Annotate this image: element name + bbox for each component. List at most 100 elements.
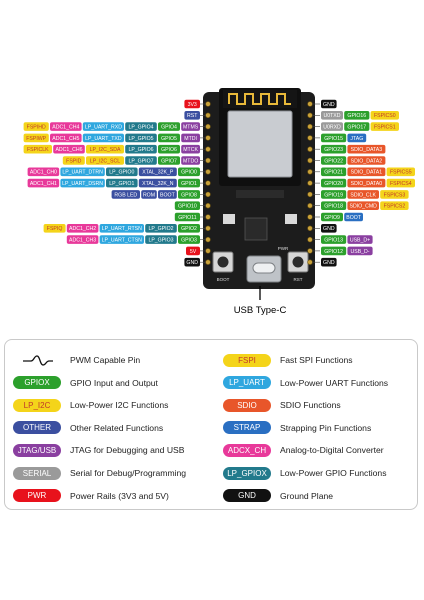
pin-tag-fspics2: FSPICS2 <box>380 201 409 210</box>
left-header-pin <box>205 236 211 243</box>
pin-tag-text: GPIO22 <box>324 158 343 164</box>
legend-text: Low-Power I2C Functions <box>70 400 169 411</box>
pin-tag-fspid: FSPID <box>62 156 85 165</box>
pin-tag-gpio3: GPIO3 <box>178 235 200 244</box>
pin-tag-text: LP_GPIO3 <box>148 237 173 243</box>
legend-badge: OTHER <box>13 421 61 435</box>
pin-tag-gnd: GND <box>321 99 337 109</box>
pin-tag-rgb-led: RGB LED <box>111 190 140 199</box>
pin-tag-bg <box>380 201 409 210</box>
pin-tag-bg <box>66 235 99 244</box>
pin-tag-bg <box>321 133 347 143</box>
left-header-pin <box>205 248 211 254</box>
pin-tag-bg <box>66 224 99 233</box>
pin-tag-lp-uart-ctsn: LP_UART_CTSN <box>99 235 144 244</box>
pin-tag-bg <box>186 246 200 256</box>
left-header-pin <box>205 101 211 107</box>
left-header-pin <box>205 157 211 164</box>
pin-tag-text: GPIO7 <box>161 158 177 164</box>
left-pin-labels: 3V3RSTMTMSGPIO4LP_GPIO4LP_UART_RXDADC1_C… <box>23 99 200 267</box>
pin-tag-bg <box>370 111 399 120</box>
pin-tag-mtdi: MTDI <box>181 133 200 143</box>
pin-tag-adc1-ch1: ADC1_CH1 <box>27 178 60 188</box>
pin-tag-text: GPIO16 <box>347 113 366 119</box>
pin-tag-bg <box>178 235 200 244</box>
pin-tag-fspiclk: FSPICLK <box>23 144 52 154</box>
pin-tag-bg <box>380 190 409 199</box>
pin-tag-bg <box>184 111 200 120</box>
pin-tag-bg <box>178 178 200 188</box>
left-header-pin <box>205 112 211 119</box>
pin-tag-text: FSPIHD <box>27 124 46 130</box>
pin-tag-sdio-clk: SDIO_CLK <box>347 190 379 199</box>
left-header-pin <box>205 225 211 232</box>
antenna-trace <box>228 93 291 105</box>
pin-tag-text: FSPIWP <box>26 136 46 142</box>
legend-text: PWM Capable Pin <box>70 355 141 365</box>
right-header-pin <box>307 248 313 254</box>
pin-tag-lp-uart-rxd: LP_UART_RXD <box>82 122 124 131</box>
pin-tag-text: LP_I2C_SCL <box>90 158 120 164</box>
pin-tag-adc1-ch0: ADC1_CH0 <box>27 167 60 177</box>
legend-badge: STRAP <box>223 421 271 435</box>
pin-tag-adc1-ch3: ADC1_CH3 <box>66 235 99 244</box>
pin-tag-gnd: GND <box>184 257 200 267</box>
pin-tag-bg <box>347 190 379 199</box>
pin-tag-bg <box>125 133 157 143</box>
pin-tag-text: LP_I2C_SDA <box>90 147 121 153</box>
pin-tag-text: USB_D+ <box>350 237 370 243</box>
pwm-wave-icon <box>23 354 53 366</box>
pin-tag-bg <box>178 167 200 177</box>
reset-button-label: RST <box>294 277 303 282</box>
pin-tag-gpio16: GPIO16 <box>344 111 370 120</box>
pin-tag-lp-gpio5: LP_GPIO5 <box>125 133 157 143</box>
pin-tag-adc1-ch6: ADC1_CH6 <box>53 144 85 154</box>
pin-tag-lp-gpio1: LP_GPIO1 <box>106 178 138 188</box>
pin-tag-bg <box>181 133 200 143</box>
legend-badge: ADCX_CH <box>223 443 271 457</box>
pin-tag-gpio8: GPIO8 <box>178 190 200 199</box>
pin-tag-sdio-data0: SDIO_DATA0 <box>347 178 386 188</box>
pin-tag-bg <box>181 144 200 154</box>
pin-tag-text: FSPICS3 <box>384 192 406 198</box>
smd-component <box>285 214 297 224</box>
legend-badge: LP_GPIOX <box>223 466 271 480</box>
right-header-pin <box>307 101 313 107</box>
legend-badge: GND <box>223 489 271 503</box>
pin-tag-gnd: GND <box>321 257 337 267</box>
pin-tag-lp-gpio0: LP_GPIO0 <box>106 167 138 177</box>
right-header-pin <box>307 135 313 141</box>
pin-tag-jtag: JTAG <box>347 133 367 143</box>
pin-tag-text: GPIO2 <box>181 226 197 232</box>
left-header-pin <box>205 135 211 141</box>
pin-tag-fspics5: FSPICS5 <box>386 167 415 177</box>
left-header-pin <box>205 146 211 152</box>
pin-tag-text: LP_UART_RTSN <box>102 226 142 232</box>
right-header-pin <box>307 169 313 175</box>
pin-tag-text: ADC1_CH2 <box>69 226 96 232</box>
pin-tag-bg <box>184 99 200 109</box>
left-header-pin <box>205 214 211 220</box>
legend-badge: SERIAL <box>13 466 61 480</box>
pin-tag-text: GPIO4 <box>161 124 177 130</box>
pin-tag-text: BOOT <box>160 192 176 198</box>
pin-tag-gpio17: GPIO17 <box>344 122 370 131</box>
pin-tag-text: GPIO18 <box>324 204 343 210</box>
pin-tag-adc1-ch5: ADC1_CH5 <box>50 133 82 143</box>
pin-tag-u0txd: U0TXD <box>321 111 343 120</box>
pin-tag-gpio12: GPIO12 <box>321 246 347 256</box>
pin-tag-text: XTAL_32K_P <box>142 170 174 176</box>
pin-tag-text: USB_D- <box>350 249 369 255</box>
pin-tag-text: ROM <box>143 192 155 198</box>
pin-tag-text: LP_GPIO7 <box>128 158 153 164</box>
legend-badge: LP_UART <box>223 376 271 390</box>
pin-tag-gpio11: GPIO11 <box>174 212 200 222</box>
pin-tag-text: 5V <box>190 249 197 255</box>
pin-tag-bg <box>43 224 66 233</box>
pin-tag-bg <box>344 111 370 120</box>
